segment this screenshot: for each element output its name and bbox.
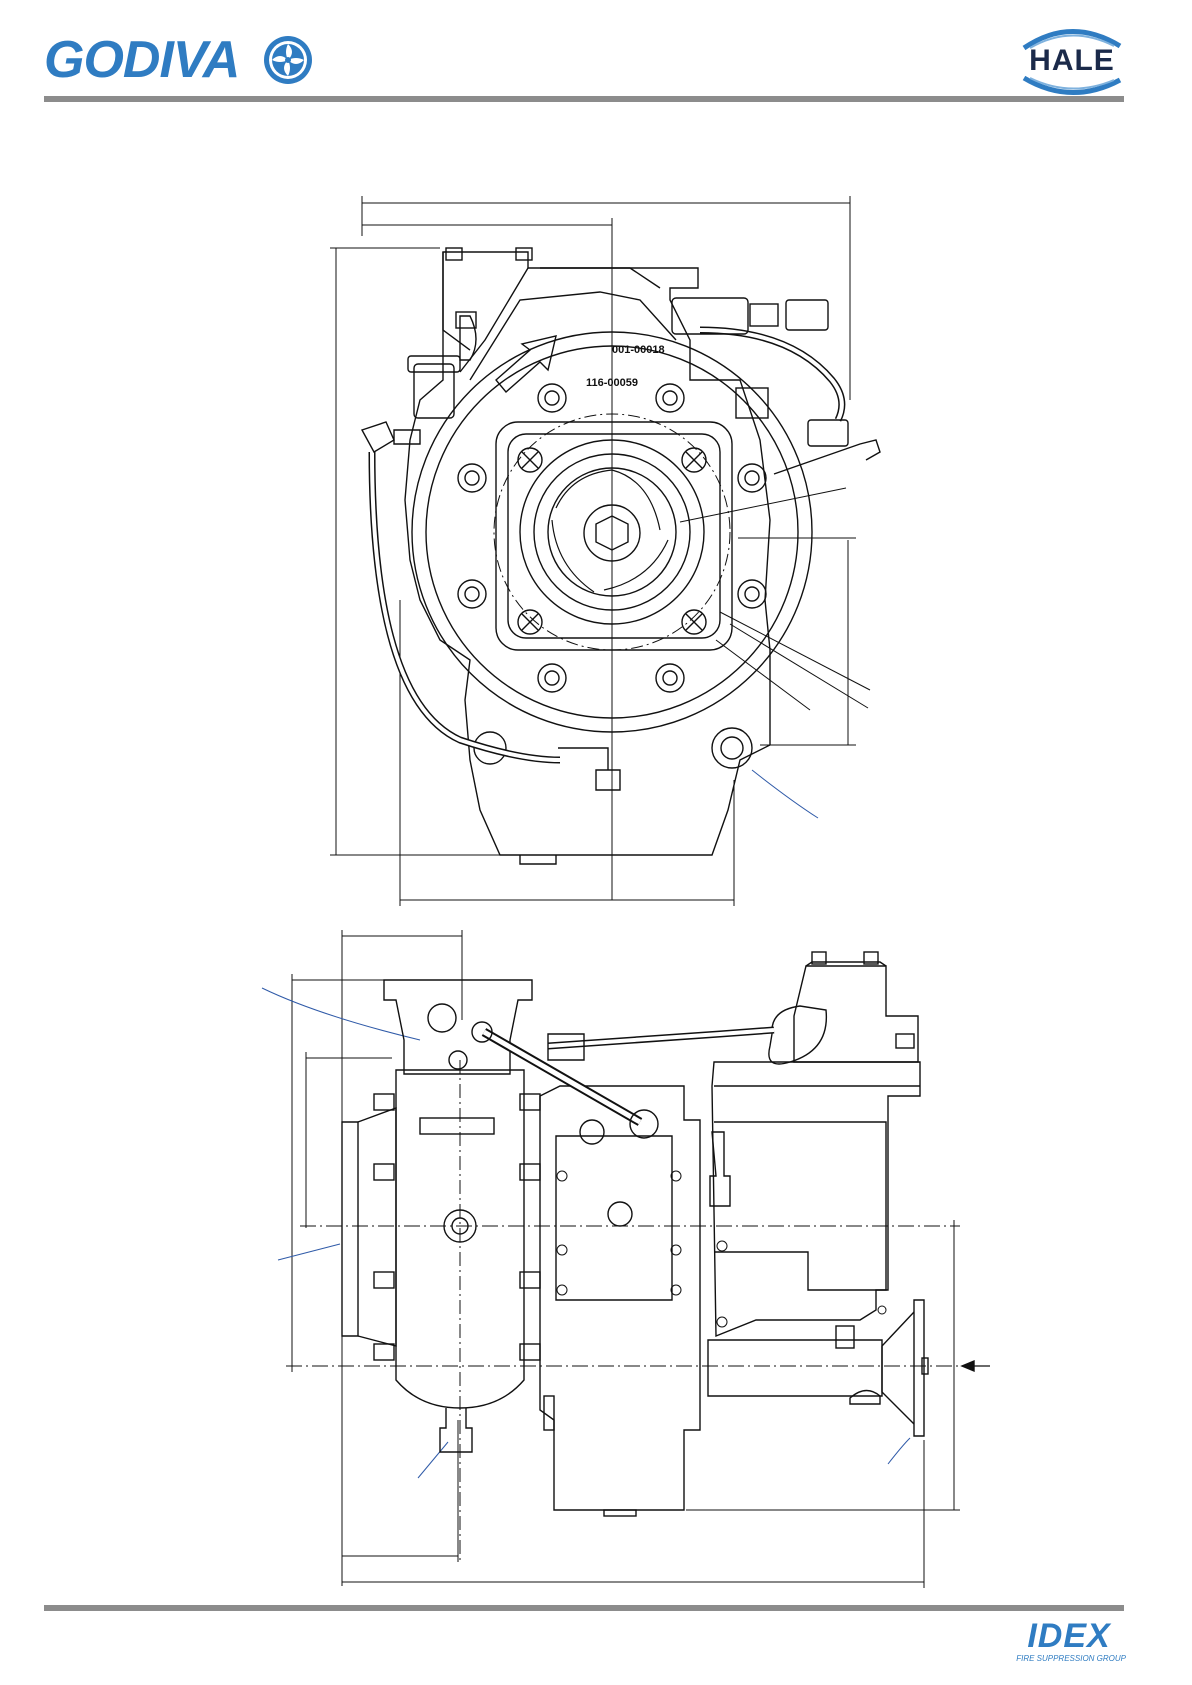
- sensor-lead: [774, 440, 880, 474]
- bottom-foot: [520, 855, 556, 864]
- inlet-plug: [850, 1390, 880, 1404]
- discharge-port: [428, 1004, 456, 1032]
- front-view: 001-00018 116-00059: [330, 196, 880, 906]
- part-number-discharge: 001-00018: [612, 344, 665, 356]
- switch-connector: [750, 304, 778, 326]
- right-fitting: [808, 420, 848, 446]
- sensor-pipe-end: [630, 1110, 658, 1138]
- inlet-body: [708, 1340, 882, 1396]
- housing-plug-top: [580, 1120, 604, 1144]
- drive-housing: [712, 1062, 920, 1336]
- lower-fitting: [558, 748, 620, 790]
- idex-wordmark: IDEX: [1014, 1618, 1124, 1654]
- drain-plug: [712, 728, 752, 768]
- housing-base: [604, 1510, 636, 1516]
- top-bolts: [446, 248, 532, 260]
- idex-tagline: FIRE SUPPRESSION GROUP: [1010, 1654, 1126, 1664]
- priming-tank: [714, 1122, 886, 1290]
- impeller-vanes: [552, 470, 668, 592]
- hose-elbow: [362, 422, 394, 452]
- drain-plug-inner: [721, 737, 743, 759]
- upper-left-fitting: [456, 312, 476, 328]
- priming-elbow: [769, 1006, 826, 1064]
- sensor-block: [736, 388, 768, 418]
- discharge-head: [384, 980, 532, 1074]
- cooling-hose: [700, 330, 842, 420]
- flange-neck: [358, 1108, 396, 1346]
- suction-flange-inner: [508, 434, 720, 638]
- suction-flange: [496, 422, 732, 650]
- upper-left-boss: [460, 316, 476, 360]
- drive-bolts: [717, 1241, 886, 1327]
- drain-leader: [752, 770, 818, 818]
- side-view: [262, 930, 990, 1588]
- nameplate: [420, 1118, 494, 1134]
- priming-valve-tab: [896, 1034, 914, 1048]
- idex-logo: IDEX FIRE SUPPRESSION GROUP: [1010, 1618, 1126, 1666]
- housing-ribs: [557, 1171, 681, 1295]
- footer-rule: [44, 1605, 1124, 1611]
- switch-plug: [786, 300, 828, 330]
- inlet-drain: [836, 1326, 854, 1348]
- inlet-neck: [882, 1312, 914, 1424]
- gauge-port: [449, 1051, 467, 1069]
- inlet-arrowhead: [962, 1361, 974, 1371]
- part-number-volute: 116-00059: [586, 377, 638, 389]
- housing-plug-mid: [608, 1202, 632, 1226]
- bearing-housing: [540, 1086, 700, 1510]
- flow-direction-arrow: [496, 336, 556, 392]
- hose-fitting: [394, 430, 420, 444]
- bearing-housing-inner: [556, 1136, 672, 1300]
- front-dimension-lines: [330, 196, 870, 906]
- suction-flange-side: [342, 1122, 358, 1336]
- lower-boss: [544, 1396, 554, 1430]
- side-dimension-lines: [286, 930, 960, 1588]
